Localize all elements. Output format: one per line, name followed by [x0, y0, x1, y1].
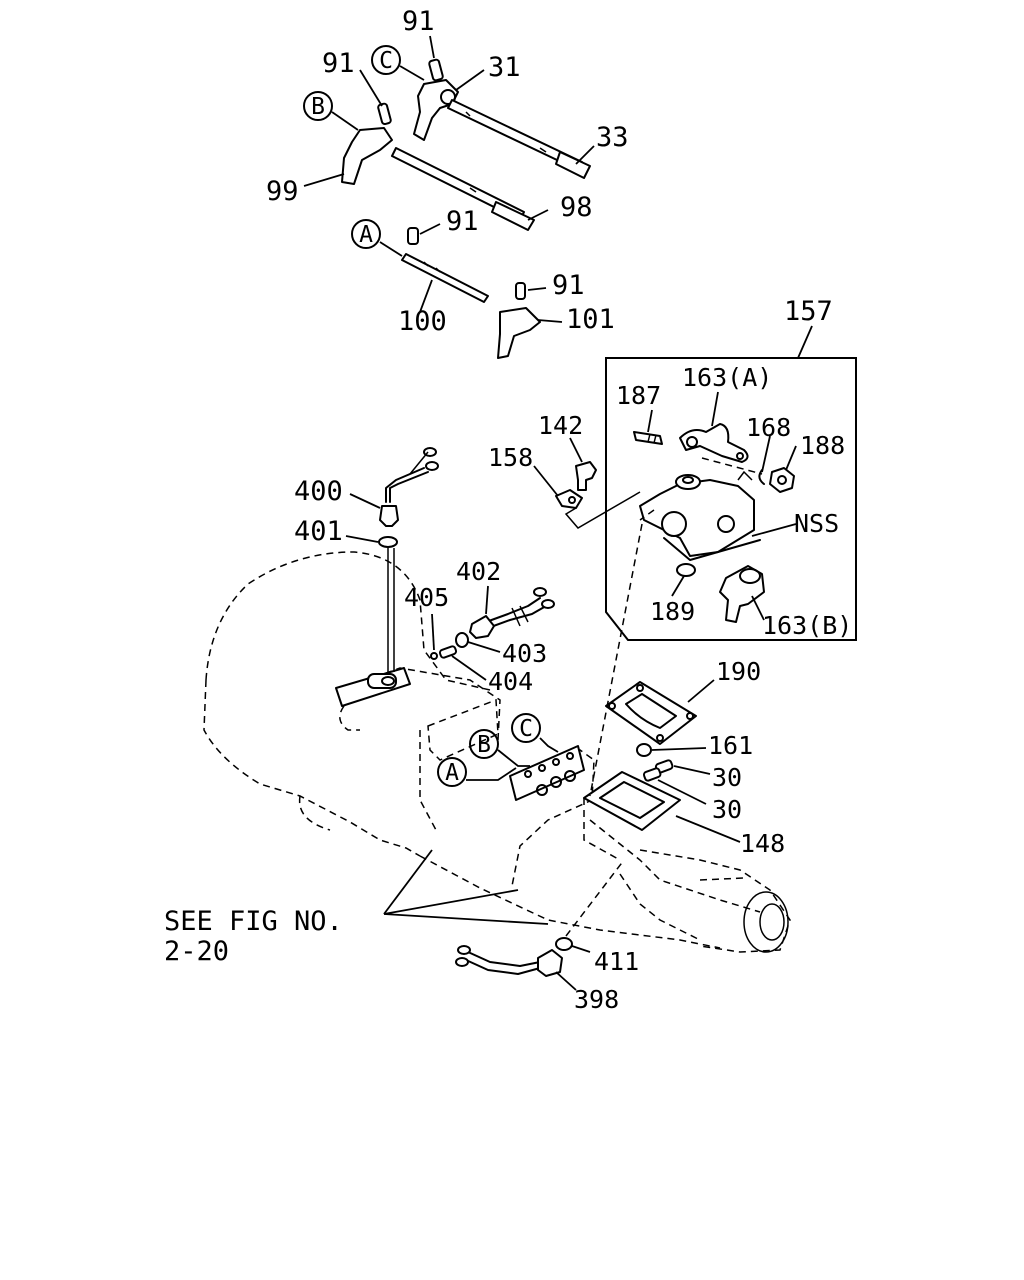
case-callout-c: C: [511, 713, 559, 753]
svg-text:C: C: [519, 716, 533, 742]
svg-text:B: B: [477, 732, 491, 758]
svg-text:B: B: [311, 94, 325, 120]
gasket-190-part: [605, 681, 697, 745]
plug-142-group: 142: [538, 411, 597, 491]
pin-404-group: 404: [438, 645, 533, 696]
shift-rod-b-assembly: [341, 102, 535, 231]
label-98: 98: [560, 192, 593, 223]
case-callout-a: A: [437, 757, 517, 787]
label-398: 398: [574, 985, 619, 1014]
washer-403-part: [455, 632, 469, 648]
figure-ref-line1: SEE FIG NO.: [164, 906, 343, 937]
transmission-case: [203, 551, 791, 953]
label-101: 101: [566, 304, 615, 335]
label-91-top: 91: [402, 6, 435, 37]
label-91-a: 91: [446, 206, 479, 237]
label-33: 33: [596, 122, 629, 153]
lever-163b-part: [719, 565, 765, 623]
label-405: 405: [404, 583, 449, 612]
label-400: 400: [294, 476, 343, 507]
plug-161-group: 161: [636, 731, 753, 760]
label-91-b: 91: [322, 48, 355, 79]
callout-c: C: [371, 45, 425, 81]
case-callout-b: B: [469, 729, 530, 767]
pin-91-top-part: [428, 58, 444, 82]
figure-ref-line2: 2-20: [164, 936, 229, 967]
label-31: 31: [488, 52, 521, 83]
fork-31-part: [413, 79, 459, 141]
housing-nss-part: [639, 479, 755, 557]
pins-30-group: 30 30: [642, 759, 742, 824]
pin-91-c-part: [515, 282, 526, 300]
box-157: 157 187 163(A): [605, 296, 857, 641]
washer-401-part: [378, 536, 398, 548]
label-163a: 163(A): [682, 363, 772, 392]
washer-401-group: 401: [294, 516, 398, 672]
switch-400-part: [379, 505, 399, 527]
fork-101-part: [497, 307, 541, 359]
shift-rod-c-assembly: [413, 58, 591, 179]
clip-158-group: 158: [488, 443, 641, 529]
bolt-187-part: [633, 431, 663, 445]
cover-148-part: [583, 771, 681, 831]
label-403: 403: [502, 639, 547, 668]
washer-411-group: 411: [555, 859, 639, 976]
rod-100-part: [401, 253, 489, 303]
callout-b: B: [303, 91, 359, 131]
switch-398-part: [537, 949, 563, 977]
switch-398-group: 398: [455, 945, 619, 1014]
svg-text:A: A: [359, 222, 373, 248]
label-161: 161: [708, 731, 753, 760]
label-30-a: 30: [712, 763, 742, 792]
nut-188-part: [769, 467, 795, 493]
label-188: 188: [800, 431, 845, 460]
figure-reference: SEE FIG NO. 2-20: [164, 849, 549, 967]
label-91-c: 91: [552, 270, 585, 301]
ball-405-group: 405: [404, 583, 449, 660]
label-189: 189: [650, 597, 695, 626]
switch-402-group: 402: [456, 557, 555, 639]
callout-a: A: [351, 219, 403, 257]
pin-91-b-part: [377, 102, 392, 126]
label-404: 404: [488, 667, 533, 696]
bracket-163a-part: [679, 423, 749, 463]
label-157: 157: [784, 296, 833, 327]
gasket-190-group: 190: [605, 657, 761, 745]
washer-403-group: 403: [455, 632, 547, 668]
label-401: 401: [294, 516, 343, 547]
switch-400-group: 400: [294, 447, 439, 527]
label-402: 402: [456, 557, 501, 586]
label-168: 168: [746, 413, 791, 442]
label-99: 99: [266, 176, 299, 207]
pin-30-lower-part: [642, 767, 662, 782]
label-nss: NSS: [794, 509, 839, 538]
label-163b: 163(B): [762, 611, 852, 640]
label-190: 190: [716, 657, 761, 686]
plug-161-part: [636, 743, 652, 757]
label-100: 100: [398, 306, 447, 337]
label-30-b: 30: [712, 795, 742, 824]
pin-404-part: [438, 645, 458, 659]
label-187: 187: [616, 381, 661, 410]
ball-405-part: [430, 652, 438, 660]
shift-rod-a-assembly: [401, 227, 541, 359]
label-148: 148: [740, 829, 785, 858]
label-411: 411: [594, 947, 639, 976]
label-158: 158: [488, 443, 533, 472]
label-142: 142: [538, 411, 583, 440]
pin-91-a-part: [407, 227, 419, 245]
switch-402-part: [469, 615, 495, 639]
clip-168-part: [758, 469, 765, 485]
svg-text:A: A: [445, 760, 459, 786]
washer-189-part: [676, 563, 696, 577]
plug-142-part: [575, 461, 597, 491]
washer-411-part: [555, 937, 573, 951]
svg-text:C: C: [379, 48, 393, 74]
fork-99-part: [341, 127, 393, 185]
